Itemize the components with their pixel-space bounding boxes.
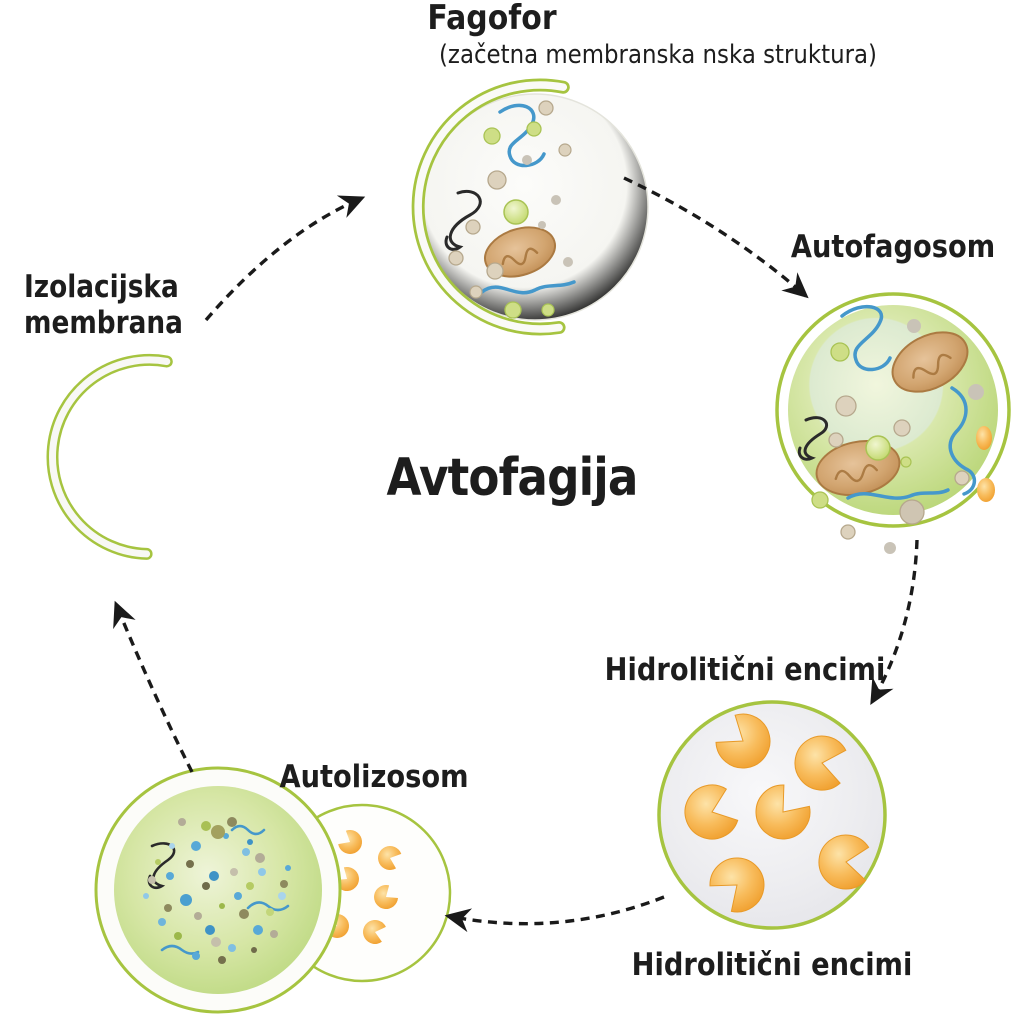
phagophore-label: Fagofor (427, 0, 557, 38)
isolation-membrane-shape (46, 353, 173, 560)
autolysosome-shape (94, 766, 452, 1014)
arrow-phagophore-to-autophagosome (623, 176, 809, 299)
phagophore-cargo (444, 100, 576, 319)
arrow-autolysosome-to-membrane (113, 600, 194, 773)
lysosome-shape (657, 700, 887, 930)
autolysosome-debris (143, 817, 291, 964)
cycle-arrows (113, 176, 919, 933)
hydrolytic-enzymes-label-top: Hidrolitični encimi (604, 652, 886, 688)
hydrolytic-enzymes-label-bottom: Hidrolitični encimi (631, 947, 913, 983)
autophagosome-cargo (797, 304, 995, 554)
autolysosome-label: Autolizosom (279, 759, 469, 795)
isolation-membrane-label: Izolacijska membrana (24, 269, 183, 341)
arrow-autophagosome-to-lysosome (870, 539, 919, 706)
arrow-lysosome-to-autolysosome (444, 895, 665, 933)
autophagosome-shape (775, 292, 1011, 554)
autophagosome-label: Autofagosom (790, 229, 996, 265)
phagophore-shape (411, 78, 649, 336)
phagophore-sublabel: (začetna membranska nska struktura) (439, 40, 877, 70)
arrow-membrane-to-phagophore (204, 195, 366, 322)
lysosome-enzymes (684, 713, 870, 913)
diagram-title: Avtofagija (386, 448, 638, 508)
